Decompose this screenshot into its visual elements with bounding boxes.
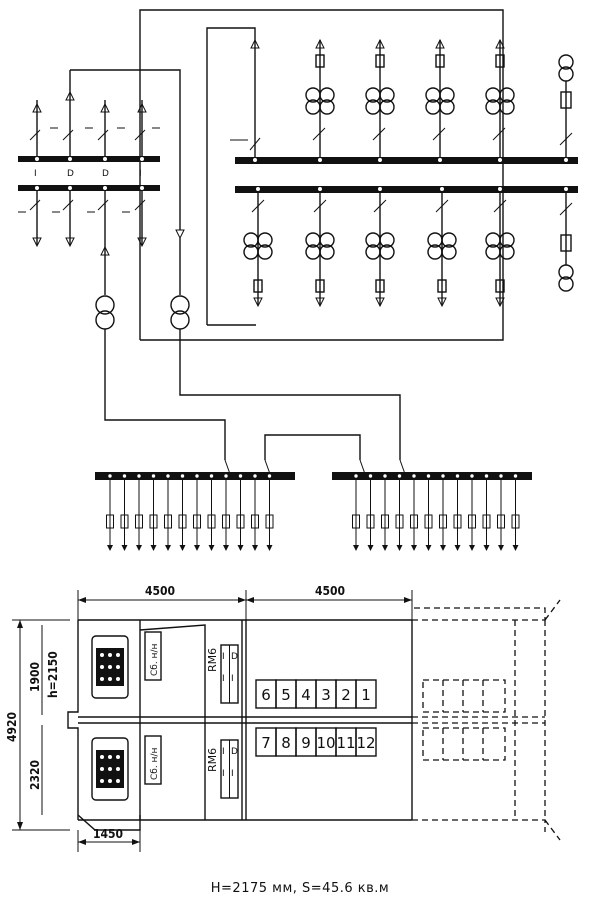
transformer-plan-upper	[91, 635, 129, 699]
dim-upper-h: h=2150	[46, 651, 60, 698]
lv-panel-cell	[355, 727, 377, 757]
rm6-upper-feeders	[29, 69, 181, 230]
lv-panel-cell-number: 9	[301, 734, 311, 752]
rm6-busbar-upper	[18, 156, 160, 162]
lv-feeder	[497, 473, 505, 551]
lv-feeder	[164, 473, 172, 551]
lv-panel-cell-number: 12	[356, 734, 375, 752]
lv-panel-cell-number: 8	[281, 734, 291, 752]
switch-label-3: D	[102, 169, 109, 179]
lv-panel-cell-number: 11	[336, 734, 355, 752]
future-extension	[412, 599, 561, 841]
mv-single-line-diagram: I D D I	[18, 9, 578, 460]
lv-panel-cell-number: 5	[281, 686, 291, 704]
lv-feeder	[193, 473, 201, 551]
lv-feeder	[149, 473, 158, 551]
lv-feeder	[352, 473, 360, 551]
lv-feeder	[395, 473, 404, 551]
aux-cabinet-lower-label: Сб. н/н	[150, 748, 160, 780]
lv-feeder	[381, 473, 389, 551]
wall-left	[67, 620, 79, 820]
lv-panel-cell-number: 4	[301, 686, 311, 704]
lower-feeder-cells	[243, 193, 515, 308]
rm6-cell-label: I	[231, 769, 234, 779]
lv-panel-cell-number: 2	[341, 686, 351, 704]
switch-label-1: I	[34, 169, 37, 179]
switch-label-2: D	[67, 169, 74, 179]
lv-feeder	[410, 473, 418, 551]
lv-feeder	[236, 473, 245, 551]
dim-lower-room: 2320	[28, 760, 42, 790]
aux-transformer-bottom	[558, 193, 574, 292]
rm6-cell-label: D	[231, 652, 238, 662]
lv-distribution-boards	[95, 459, 532, 551]
inner-loop-left	[206, 27, 256, 325]
lv-panel-cell-number: 7	[261, 734, 271, 752]
transformer-plan-lower	[91, 737, 129, 801]
lv-busbar-right	[332, 472, 532, 480]
dim-total-height: 4920	[5, 712, 19, 742]
lv-right-feeders	[352, 473, 520, 551]
rm6-upper-label: RM6	[206, 648, 219, 672]
lv-panel-cell-number: 10	[316, 734, 335, 752]
lv-feeder	[482, 473, 491, 551]
switch-label-4: I	[139, 169, 142, 179]
lv-tie-line	[264, 434, 361, 460]
dim-upper-room: 1900	[28, 662, 42, 692]
rm6-lower-label: RM6	[206, 748, 219, 772]
lv-feeder	[265, 473, 274, 551]
lv-feeder	[106, 473, 114, 551]
lv-feeder	[453, 473, 462, 551]
dim-bottom-width: 1450	[93, 827, 123, 841]
lv-panel-cell-number: 6	[261, 686, 271, 704]
transformer-2	[170, 295, 401, 460]
rm6-cell-label: I	[222, 747, 225, 757]
aux-cabinet-upper-label: Сб. н/н	[150, 644, 160, 676]
outer-loop-line	[139, 9, 504, 341]
lv-feeder	[439, 473, 447, 551]
rm6-busbar-lower	[18, 185, 160, 191]
lv-panel-cell-number: 1	[361, 686, 371, 704]
lv-feeder	[207, 473, 216, 551]
rm6-cell-label: D	[231, 747, 238, 757]
dim-width-left: 4500	[145, 584, 175, 598]
lv-feeder	[178, 473, 187, 551]
aux-cabinet-lower	[144, 735, 162, 785]
busbar-upper	[235, 157, 578, 164]
lv-left-feeders	[106, 473, 274, 551]
dim-width-right: 4500	[315, 584, 345, 598]
lv-feeder	[424, 473, 433, 551]
lv-feeder	[511, 473, 520, 551]
lv-feeder	[135, 473, 143, 551]
rm6-cell-label: I	[231, 674, 234, 684]
lv-feeder	[251, 473, 259, 551]
busbar-lower	[235, 186, 578, 193]
rm6-cell-label: I	[222, 652, 225, 662]
lv-feeder	[366, 473, 375, 551]
rm6-lower-feeders	[18, 191, 185, 295]
rm6-cell-label: I	[222, 769, 225, 779]
lv-feeder	[120, 473, 129, 551]
aux-transformer-top	[558, 54, 574, 157]
lv-feeder	[468, 473, 476, 551]
floor-plan: 4500 4500 4920 1900 h=2150 2320	[5, 584, 561, 852]
lv-panel-cell-number: 3	[321, 686, 331, 704]
transformer-1	[95, 295, 226, 460]
lv-panel-cell	[355, 679, 377, 709]
upper-feeder-cells	[230, 38, 515, 157]
aux-cabinet-upper	[144, 631, 162, 681]
caption: H=2175 мм, S=45.6 кв.м	[211, 881, 389, 896]
lv-feeder	[222, 473, 230, 551]
rm6-cell-label: I	[222, 674, 225, 684]
